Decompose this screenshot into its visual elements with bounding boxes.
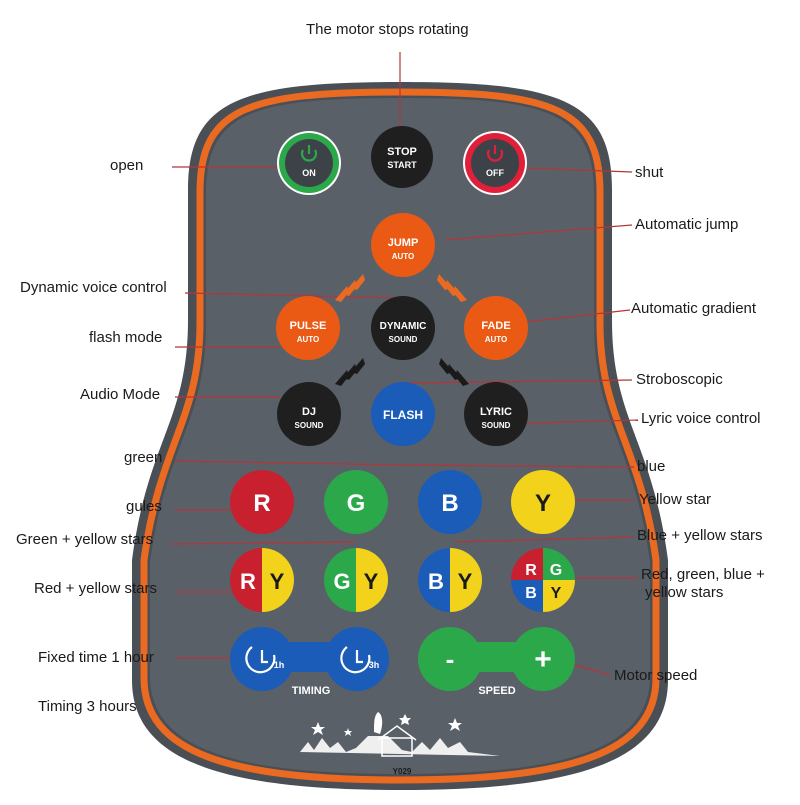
plus-label: + <box>534 643 552 676</box>
timer-3h-label: 3h <box>369 660 380 670</box>
gy-y-label: Y <box>364 569 379 594</box>
timing-label: TIMING <box>292 685 331 697</box>
blue-yellow-button[interactable]: B Y <box>418 548 482 612</box>
red-label: R <box>253 490 270 517</box>
fade-label: FADE <box>481 320 510 332</box>
flash-label: FLASH <box>383 408 423 422</box>
label-dynamic-voice-control: Dynamic voice control <box>20 279 167 296</box>
scene-decoration-icon <box>300 712 500 757</box>
clock-icon <box>340 646 371 674</box>
rgby-y-label: Y <box>551 585 562 602</box>
flash-button[interactable]: FLASH <box>371 382 435 446</box>
dj-sound-button[interactable]: DJ SOUND <box>277 382 341 446</box>
label-red-yellow: Red + yellow stars <box>34 580 157 597</box>
label-blue: blue <box>637 458 666 475</box>
gy-g-label: G <box>333 569 350 594</box>
red-yellow-button[interactable]: R Y <box>230 548 294 612</box>
label-automatic-jump: Automatic jump <box>635 216 739 233</box>
label-blue-yellow: Blue + yellow stars <box>637 527 763 544</box>
dynamic-sub-label: SOUND <box>389 335 418 344</box>
on-button[interactable]: ON <box>277 131 341 195</box>
label-rgby-line2: yellow stars <box>645 584 724 601</box>
label-lyric-voice-control: Lyric voice control <box>641 410 761 427</box>
label-audio-mode: Audio Mode <box>80 386 161 403</box>
green-label: G <box>347 490 366 517</box>
blue-label: B <box>441 490 458 517</box>
power-icon <box>486 145 504 162</box>
label-timing-3h: Timing 3 hours <box>38 698 137 715</box>
lyric-sub-label: SOUND <box>482 421 511 430</box>
label-fixed-1h: Fixed time 1 hour <box>38 649 154 666</box>
dynamic-sound-button[interactable]: DYNAMIC SOUND <box>371 296 435 360</box>
rgby-r-label: R <box>525 562 537 579</box>
jump-label: JUMP <box>388 237 419 249</box>
rgby-b-label: B <box>525 585 537 602</box>
yellow-button[interactable]: Y <box>511 470 575 534</box>
timer-1h-button[interactable]: 1h <box>230 627 294 691</box>
label-motor-speed: Motor speed <box>614 667 698 684</box>
label-gules: gules <box>126 498 162 515</box>
green-yellow-button[interactable]: G Y <box>324 548 388 612</box>
off-button[interactable]: OFF <box>463 131 527 195</box>
stop-start-button[interactable]: STOP START <box>371 126 433 188</box>
pulse-auto-button[interactable]: PULSE AUTO <box>276 296 340 360</box>
label-motor-stops: The motor stops rotating <box>306 21 469 38</box>
jump-sub-label: AUTO <box>392 252 415 261</box>
red-button[interactable]: R <box>230 470 294 534</box>
rgby-button[interactable]: R G B Y <box>511 548 575 612</box>
power-icon <box>300 145 318 162</box>
arrow-icons <box>335 274 469 386</box>
dynamic-label: DYNAMIC <box>380 321 427 332</box>
minus-label: - <box>446 644 455 674</box>
timer-1h-label: 1h <box>274 660 285 670</box>
start-label: START <box>387 160 417 170</box>
jump-auto-button[interactable]: JUMP AUTO <box>371 213 435 277</box>
off-label: OFF <box>486 168 504 178</box>
by-b-label: B <box>428 569 444 594</box>
speed-plus-button[interactable]: + <box>511 627 575 691</box>
green-button[interactable]: G <box>324 470 388 534</box>
label-stroboscopic: Stroboscopic <box>636 371 723 388</box>
ry-r-label: R <box>240 569 256 594</box>
remote-rim <box>140 88 660 784</box>
fade-sub-label: AUTO <box>485 335 508 344</box>
by-y-label: Y <box>458 569 473 594</box>
label-rgby-line1: Red, green, blue + <box>641 566 765 583</box>
pulse-sub-label: AUTO <box>297 335 320 344</box>
label-open: open <box>110 157 144 174</box>
label-green-yellow: Green + yellow stars <box>16 531 154 548</box>
label-shut: shut <box>635 164 664 181</box>
model-number: Y029 <box>393 767 412 776</box>
fade-auto-button[interactable]: FADE AUTO <box>464 296 528 360</box>
stop-label: STOP <box>387 146 417 158</box>
lyric-sound-button[interactable]: LYRIC SOUND <box>464 382 528 446</box>
speed-minus-button[interactable]: - <box>418 627 482 691</box>
label-automatic-gradient: Automatic gradient <box>631 300 757 317</box>
timer-3h-button[interactable]: 3h <box>325 627 389 691</box>
dj-sub-label: SOUND <box>295 421 324 430</box>
yellow-label: Y <box>535 490 551 517</box>
label-yellow-star: Yellow star <box>639 491 711 508</box>
clock-icon <box>245 646 276 674</box>
label-flash-mode: flash mode <box>89 329 163 346</box>
dj-label: DJ <box>302 406 316 418</box>
on-label: ON <box>302 168 316 178</box>
lyric-label: LYRIC <box>480 406 512 418</box>
speed-label: SPEED <box>478 685 515 697</box>
pulse-label: PULSE <box>290 320 327 332</box>
label-green: green <box>124 449 163 466</box>
blue-button[interactable]: B <box>418 470 482 534</box>
ry-y-label: Y <box>270 569 285 594</box>
rgby-g-label: G <box>550 562 562 579</box>
